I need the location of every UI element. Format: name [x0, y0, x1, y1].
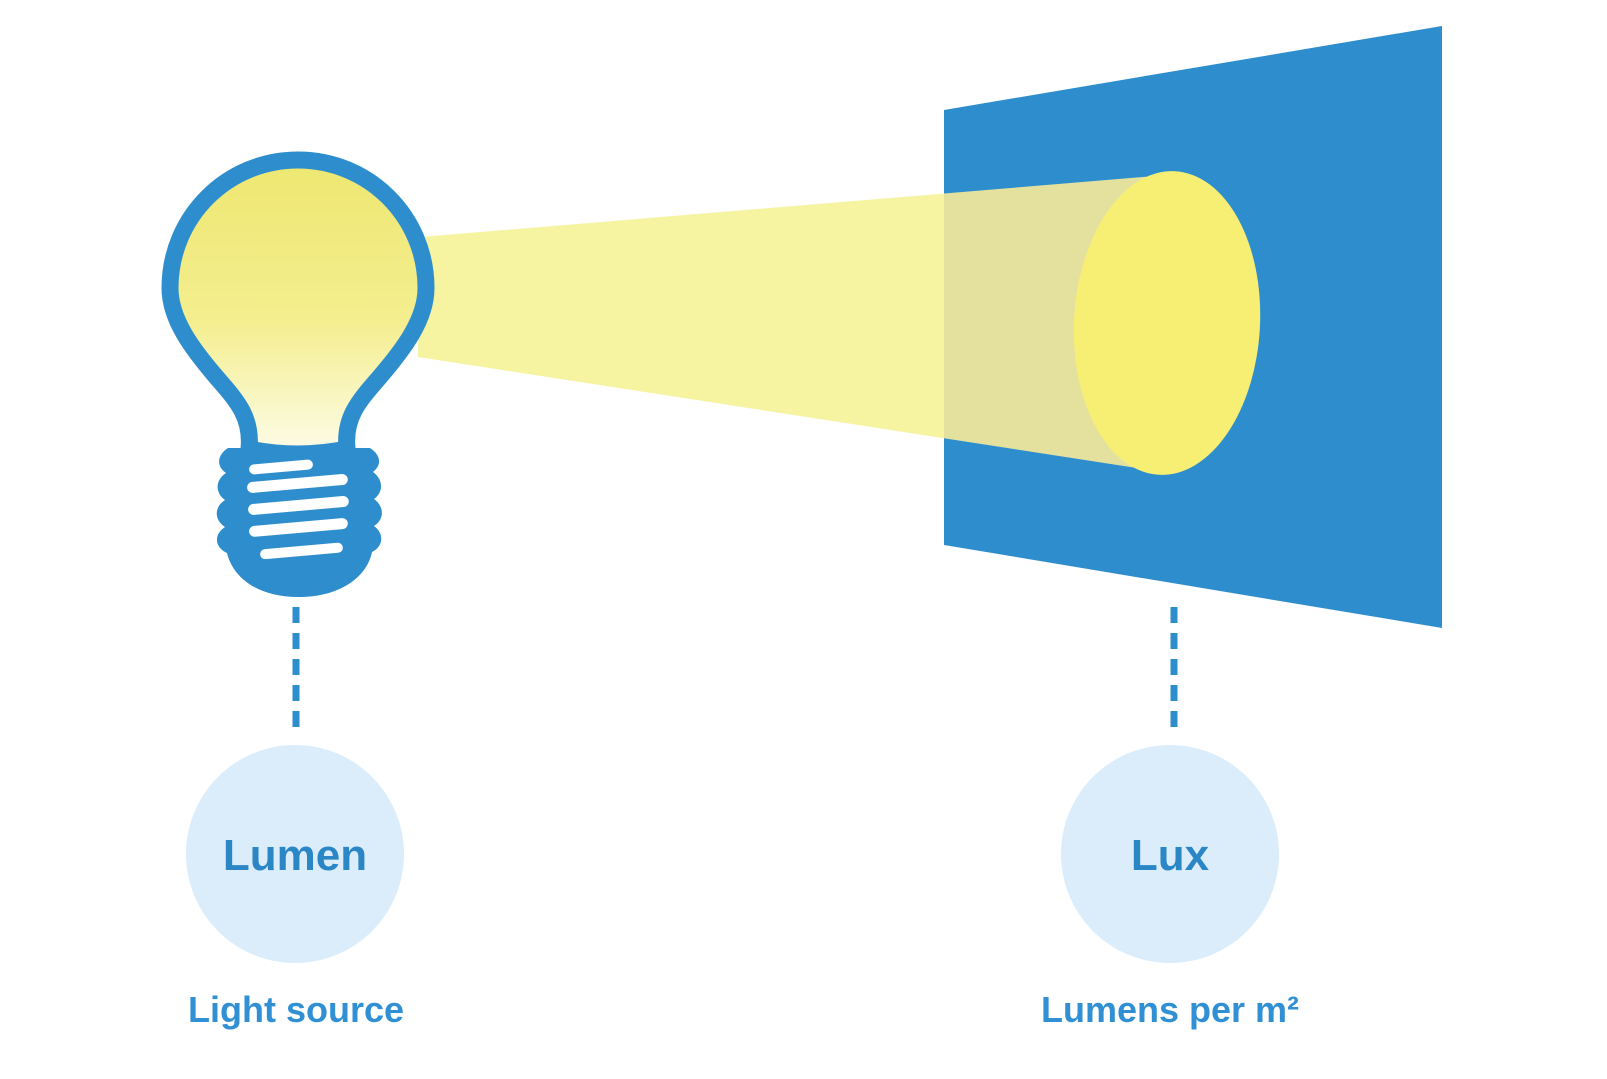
light-beam-on-surface [944, 175, 1167, 470]
light-bulb-icon [161, 151, 435, 597]
bulb-screw-threads [247, 459, 349, 560]
thread-stripe [249, 518, 348, 537]
lux-description: Lumens per m² [1041, 989, 1299, 1030]
thread-stripe [260, 542, 343, 560]
thread-stripe [249, 459, 313, 475]
thread-stripe [248, 496, 349, 515]
lumen-description: Light source [188, 989, 404, 1030]
lumen-bubble [186, 745, 404, 963]
lux-label: Lux [1131, 831, 1210, 880]
bulb-glass [161, 151, 435, 463]
thread-stripe [247, 474, 348, 493]
lux-bubble [1061, 745, 1279, 963]
light-spot [1073, 171, 1261, 475]
lumen-label: Lumen [223, 831, 367, 880]
